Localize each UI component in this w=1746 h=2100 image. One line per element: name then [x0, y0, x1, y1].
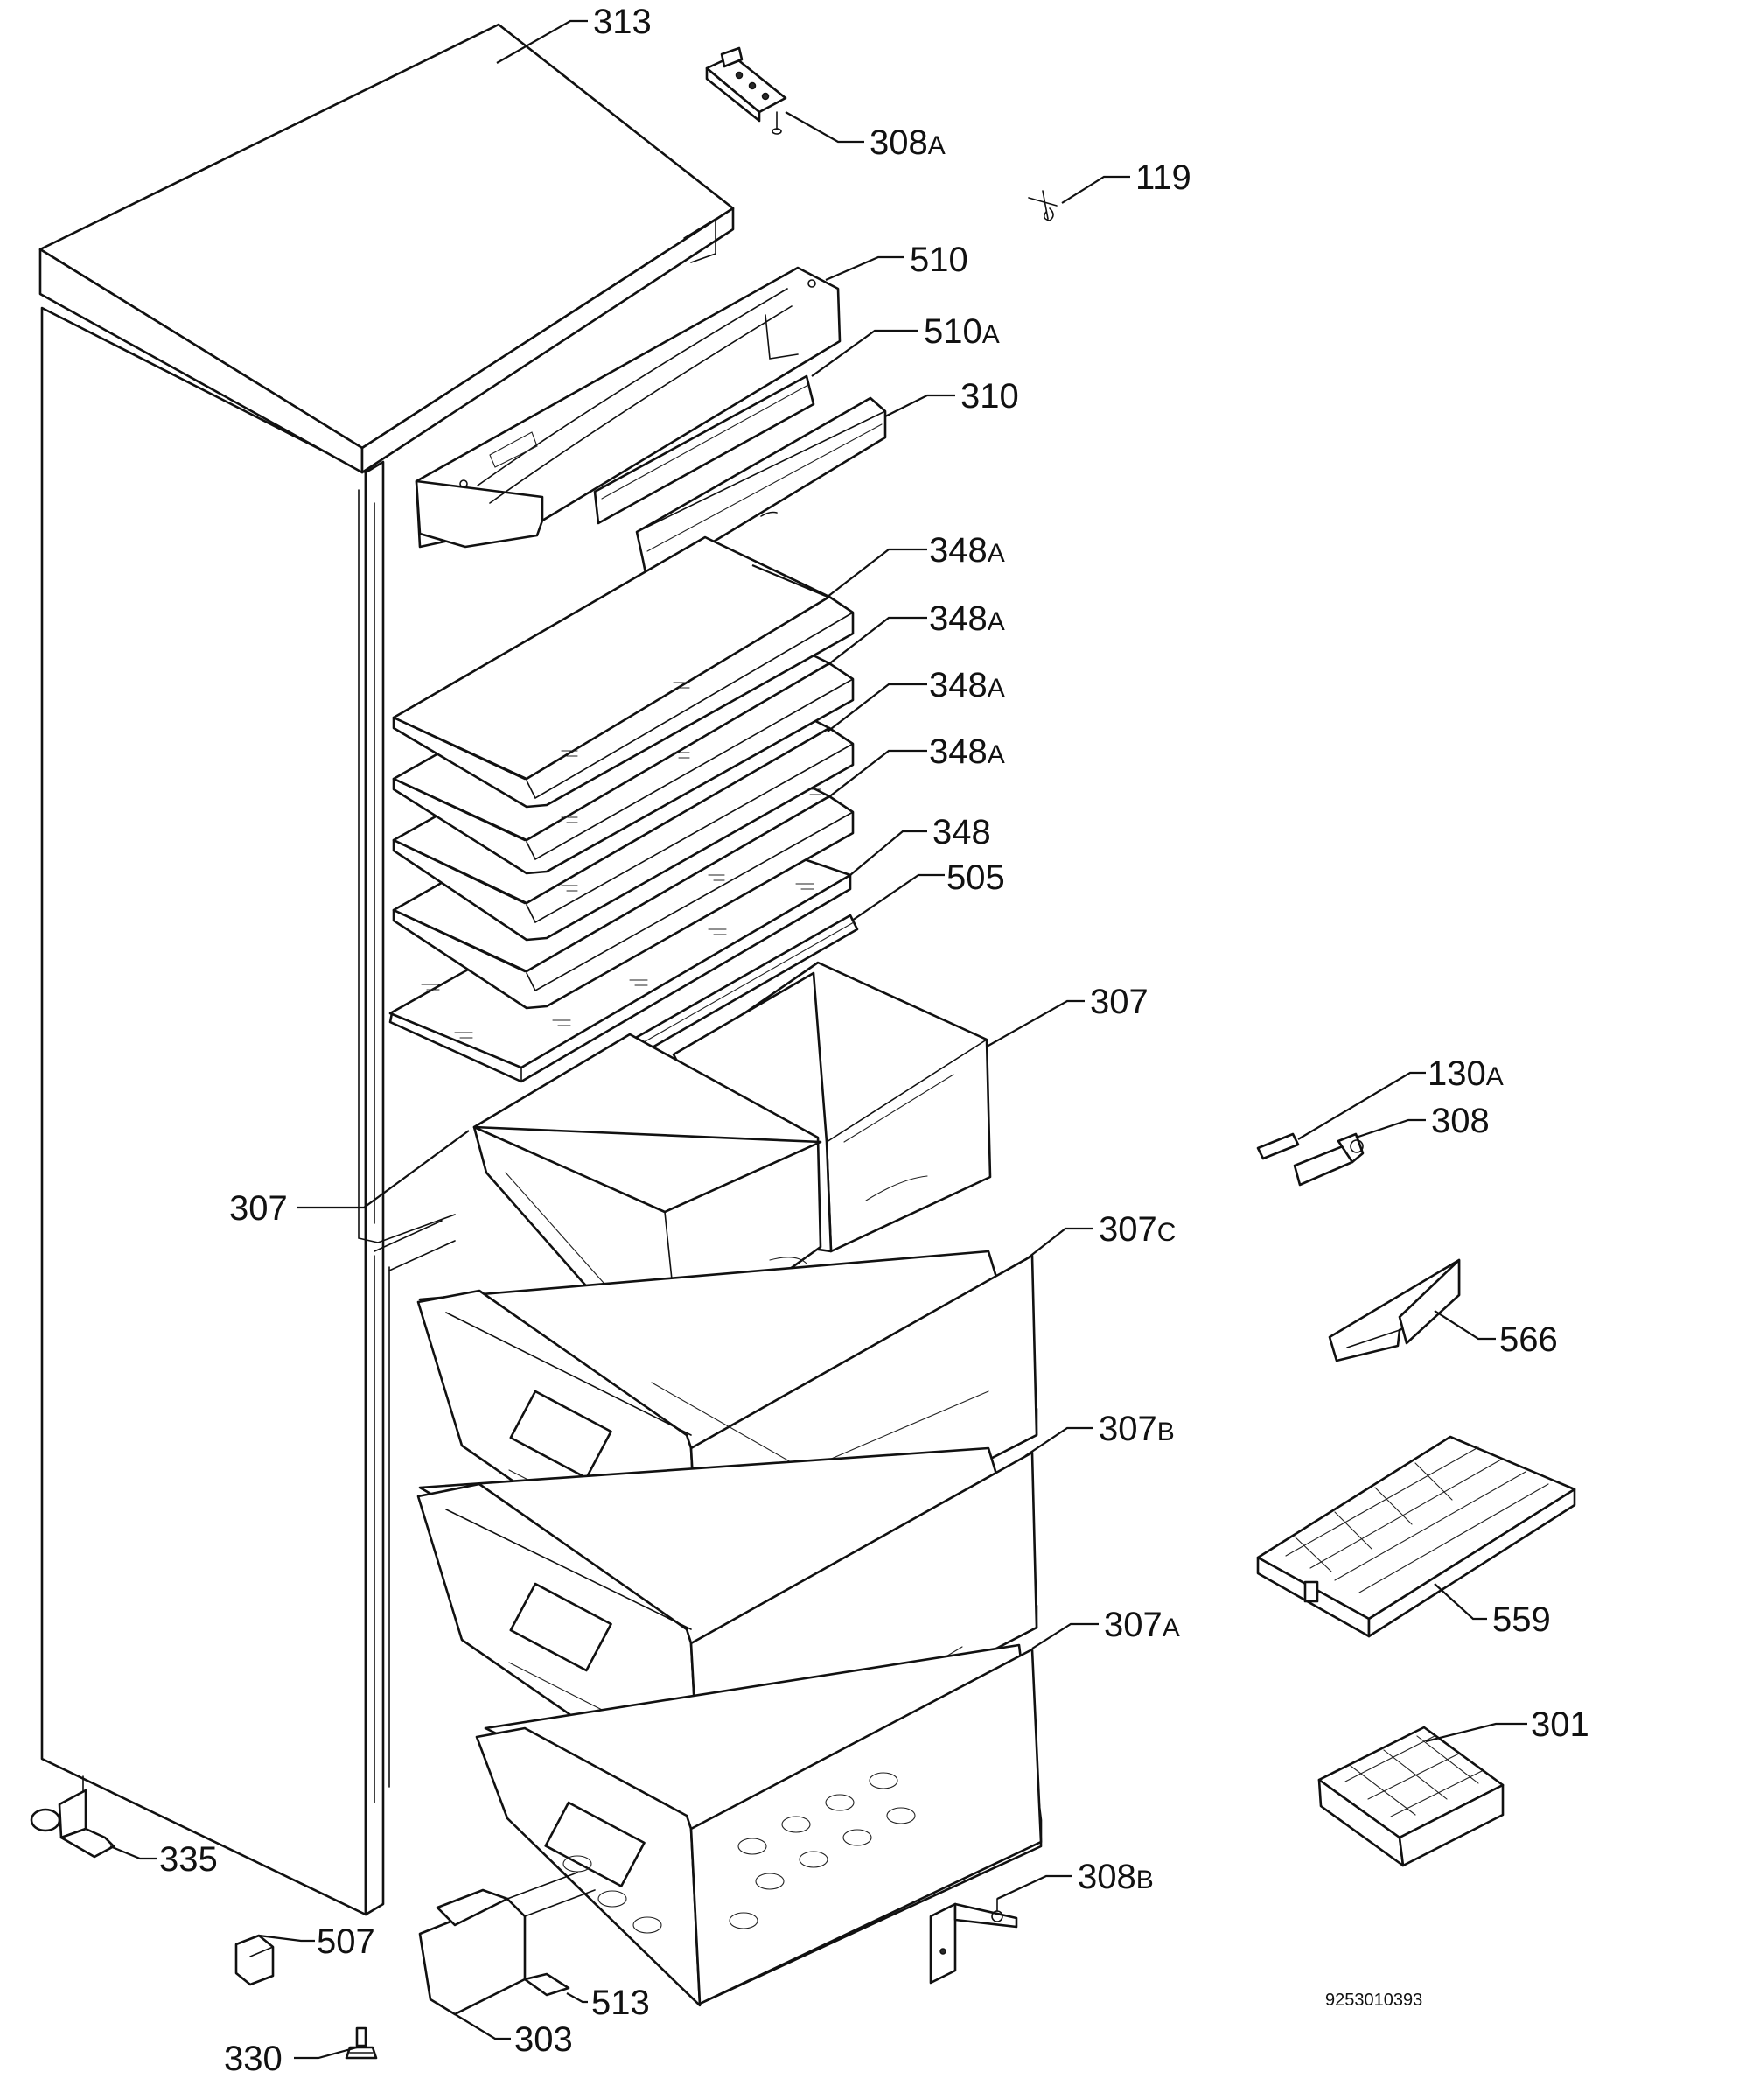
part-310-lamp-cover	[635, 396, 887, 584]
svg-text:119: 119	[1135, 158, 1191, 197]
callout-307a: 307A	[1031, 1606, 1180, 1649]
part-507-clip	[234, 1934, 275, 1986]
callout-566: 566	[1434, 1310, 1558, 1359]
svg-text:301: 301	[1531, 1705, 1589, 1744]
callout-308a: 308A	[785, 111, 946, 162]
svg-text:507: 507	[317, 1922, 375, 1961]
callout-348a-1: 348A	[751, 531, 1005, 598]
part-303-kick-plate	[418, 1872, 596, 2016]
part-313-worktop	[38, 23, 735, 474]
svg-text:348A: 348A	[929, 531, 1005, 570]
callout-348: 348	[849, 813, 991, 876]
callout-513: 513	[566, 1984, 650, 2022]
svg-text:348A: 348A	[929, 666, 1005, 704]
callout-313: 313	[496, 3, 652, 64]
callout-301: 301	[1425, 1705, 1589, 1744]
part-335-bottom-hinge	[30, 1775, 115, 1858]
callout-510a: 510A	[811, 312, 1000, 377]
part-130a-spacer	[1256, 1132, 1300, 1160]
callout-348a-3: 348A	[827, 666, 1005, 732]
svg-text:308A: 308A	[870, 123, 946, 162]
callout-307-left: 307	[229, 1130, 470, 1228]
callout-348a-4: 348A	[827, 732, 1005, 799]
svg-text:313: 313	[593, 3, 652, 41]
part-307-left-crisper	[472, 1032, 822, 1349]
svg-text:335: 335	[159, 1840, 218, 1879]
svg-text:308: 308	[1431, 1102, 1490, 1140]
callout-307b: 307B	[1024, 1410, 1175, 1457]
part-301-ice-cube-tray	[1317, 1726, 1505, 1867]
cabinet-body	[40, 306, 456, 1916]
callout-308: 308	[1355, 1102, 1490, 1140]
svg-text:505: 505	[946, 858, 1005, 897]
svg-text:307A: 307A	[1104, 1606, 1180, 1644]
callout-507: 507	[258, 1922, 375, 1961]
part-566-rail	[1328, 1258, 1461, 1362]
part-348a-shelf-1	[392, 536, 855, 808]
svg-text:348A: 348A	[929, 599, 1005, 638]
svg-text:330: 330	[224, 2040, 283, 2078]
callout-307c: 307C	[1024, 1210, 1176, 1261]
callout-335: 335	[109, 1840, 218, 1879]
part-119-clip	[1028, 190, 1058, 221]
callout-130a: 130A	[1297, 1054, 1504, 1140]
svg-text:348A: 348A	[929, 732, 1005, 771]
callout-330: 330	[224, 2040, 358, 2078]
part-510a-strip	[593, 374, 815, 525]
svg-text:510: 510	[910, 241, 968, 279]
svg-text:308B: 308B	[1078, 1858, 1154, 1896]
drawing-number: 9253010393	[1325, 1991, 1422, 2010]
callout-348a-2: 348A	[827, 599, 1005, 666]
svg-text:303: 303	[514, 2020, 573, 2059]
part-307a-freezer-basket	[475, 1643, 1043, 2007]
part-513-clip	[523, 1972, 570, 1997]
svg-text:566: 566	[1499, 1320, 1558, 1359]
part-510-control-panel	[415, 266, 842, 549]
svg-text:307C: 307C	[1099, 1210, 1176, 1249]
svg-text:510A: 510A	[924, 312, 1000, 351]
callout-310: 310	[884, 377, 1019, 417]
callout-559: 559	[1434, 1583, 1551, 1639]
svg-text:513: 513	[591, 1984, 650, 2022]
callout-119: 119	[1061, 158, 1191, 204]
callout-308b: 308B	[996, 1858, 1154, 1900]
svg-text:307: 307	[229, 1189, 288, 1228]
svg-text:307B: 307B	[1099, 1410, 1175, 1448]
part-330-foot	[345, 2026, 378, 2060]
svg-text:348: 348	[932, 813, 991, 851]
callout-307-right: 307	[986, 983, 1149, 1047]
part-308-door-hinge	[1293, 1132, 1365, 1186]
svg-text:307: 307	[1090, 983, 1149, 1021]
part-308b-hinge	[929, 1898, 1018, 1984]
callout-510: 510	[825, 241, 968, 282]
svg-text:130A: 130A	[1428, 1054, 1504, 1093]
part-559-freezer-plate	[1256, 1435, 1576, 1638]
svg-text:559: 559	[1492, 1600, 1551, 1639]
svg-text:310: 310	[960, 377, 1019, 416]
callout-505: 505	[851, 858, 1005, 921]
part-308a-top-hinge	[705, 46, 787, 135]
callout-303: 303	[454, 2013, 573, 2059]
